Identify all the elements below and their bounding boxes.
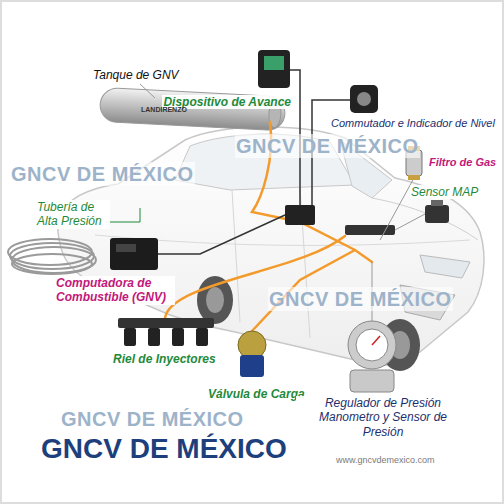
leader-lines-part — [106, 208, 140, 222]
leader-lines-part — [395, 214, 425, 230]
part-label: Computadora de Combustible (GNV) — [55, 276, 175, 305]
level-switch — [350, 85, 378, 113]
timing-device-part — [264, 56, 284, 70]
engine-parts — [285, 205, 395, 235]
pipe-coil — [8, 239, 96, 274]
part-label: Filtro de Gas — [428, 156, 497, 169]
injector-rail — [118, 318, 214, 346]
brand-logo: GNCV DE MÉXICO — [40, 432, 288, 466]
car-body-part — [197, 276, 233, 324]
pressure-regulator-part — [350, 370, 394, 392]
car-body-part — [232, 190, 240, 322]
leader-lines — [106, 208, 140, 222]
leader-lines-part — [380, 178, 414, 240]
pressure-regulator-part — [356, 329, 388, 361]
engine-parts-part — [285, 205, 315, 225]
wires-part — [158, 215, 285, 254]
part-label: Tubería de Alta Presión — [36, 200, 110, 229]
fuel-ecu — [110, 238, 158, 270]
part-label: Válvula de Carga — [207, 387, 306, 401]
leader-lines-part — [140, 84, 155, 98]
watermark: GNCV DE MÉXICO — [10, 162, 195, 186]
part-label: Tanque de GNV — [92, 68, 180, 82]
fuel-ecu-part — [110, 238, 158, 270]
pressure-regulator-part — [348, 321, 396, 369]
injector-rail-part — [148, 328, 160, 346]
part-label: Regulador de Presión Manometro y Sensor … — [296, 396, 470, 439]
pressure-regulator-part — [372, 336, 380, 345]
car-body-part — [420, 255, 470, 278]
pipe-coil-part — [12, 247, 96, 273]
website: www.gncvdemexico.com — [335, 455, 436, 466]
timing-device — [258, 50, 290, 88]
map-sensor-part — [431, 200, 443, 206]
part-label: Riel de Inyectores — [112, 352, 217, 366]
watermark: GNCV DE MÉXICO — [60, 407, 245, 431]
injector-rail-part — [196, 328, 208, 346]
watermark: GNCV DE MÉXICO — [235, 134, 420, 158]
level-switch-part — [357, 92, 371, 106]
charge-valve — [238, 331, 266, 377]
map-sensor-part — [425, 205, 449, 223]
pipe-coil-part — [12, 254, 92, 274]
pressure-regulator — [348, 321, 396, 392]
gas-filter-part — [408, 175, 420, 180]
part-label: Sensor MAP — [410, 185, 479, 199]
level-switch-part — [350, 85, 378, 113]
part-label: Commutador e Indicador de Nivel — [330, 117, 496, 130]
watermark: GNCV DE MÉXICO — [268, 287, 453, 311]
fuel-ecu-part — [116, 244, 136, 252]
timing-device-part — [258, 50, 290, 88]
charge-valve-part — [238, 331, 266, 359]
injector-rail-part — [172, 328, 184, 346]
injector-rail-part — [118, 318, 214, 328]
car-body-part — [206, 287, 224, 313]
charge-valve-part — [240, 355, 264, 377]
tank-brand: LANDIRENZO — [140, 106, 188, 114]
injector-rail-part — [124, 328, 136, 346]
map-sensor — [425, 200, 449, 223]
